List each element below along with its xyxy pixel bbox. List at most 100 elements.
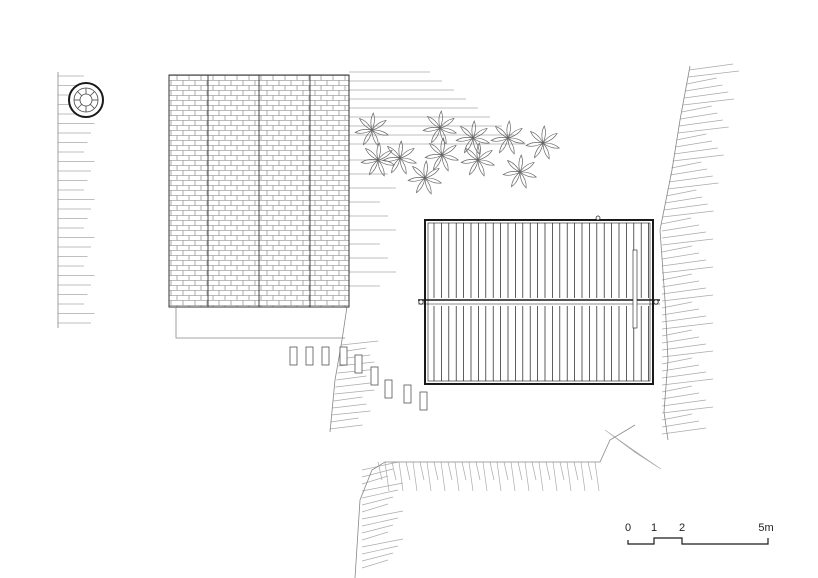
terrain-hatch-line [661,350,714,358]
tree-leaf [422,127,441,132]
terrain-hatch-line [661,420,700,428]
round-well-symbol [68,82,104,118]
tree-leaf [464,137,474,154]
tree-symbol [460,142,496,177]
stepping-stone [321,346,330,366]
terrain-hatch-line [661,336,700,344]
terrain-hatch-line [661,385,693,393]
terrain-hatch-line [334,389,375,395]
terrain-hatch-line [661,371,707,379]
terrain-hatch-line [661,364,700,372]
terrain-hatch-line [440,461,446,492]
tree-leaf [455,137,474,142]
tree-leaf [529,130,544,144]
tree-leaf [377,159,385,177]
terrain-hatch-line [361,482,404,492]
tree-leaf [464,147,479,161]
well-spoke [77,103,83,109]
terrain-hatch-line [666,189,697,197]
tree-leaf [511,171,521,188]
terrain-hatching-bottom [361,429,662,569]
tree-leaf [371,119,387,131]
terrain-hatch-line [663,203,708,211]
tree-leaf [519,171,538,178]
terrain-hatch-line [670,168,708,176]
terrain-hatch-line [433,461,439,481]
terrain-hatch-line [661,357,693,365]
terrain-hatch-line [661,322,714,330]
tree-leaf [441,154,449,172]
tree-symbol [455,120,491,155]
terrain-hatch-line [681,105,712,113]
tree-leaf [460,159,479,164]
terrain-hatching-left [58,71,526,324]
tree-leaf [431,127,441,144]
terrain-hatch-line [661,427,707,435]
tree-leaf [354,129,373,134]
tree-leaf [369,159,379,176]
tree-leaf [360,159,379,164]
terrain-hatch-line [405,461,411,481]
tree-symbol [525,125,561,160]
terrain-hatch-line [377,461,383,481]
tree-leaf [507,137,515,155]
tree-leaf [477,149,493,161]
tree-leaf [399,157,407,175]
middle-slope-edge [329,299,349,433]
terrain-hatch-line [661,378,714,386]
tree-leaf [459,125,474,139]
tree-leaf [424,177,432,195]
terrain-hatch-line [675,140,713,148]
scale-label-2: 2 [678,522,686,534]
tree-leaf [439,127,447,145]
terrain-hatch-line [475,461,481,481]
terrain-hatch-line [566,461,572,492]
tree-leaf [416,177,426,194]
tree-leaf [506,120,511,139]
terrain-hatch-line [341,340,379,346]
terrain-hatch-line [331,410,371,416]
terrain-hatch-line [559,461,565,481]
scale-label-0: 0 [624,522,632,534]
terrain-hatch-line [336,375,367,381]
tree-leaf [371,129,390,136]
terrain-hatch-line [661,343,707,351]
tree-leaf [376,142,381,161]
terrain-hatch-line [361,524,394,534]
terrain-hatch-line [447,461,453,481]
stepping-stone [305,346,314,366]
terrain-hatch-line [330,417,359,423]
tree-leaf [525,142,544,147]
terrain-hatch-line [361,475,389,485]
terrain-hatch-line [482,461,488,492]
tree-leaf [507,127,523,139]
terrain-hatch-line [517,461,523,481]
terrain-hatch-line [686,77,717,85]
terrain-hatch-line [503,461,509,481]
terrain-hatch-line [496,461,502,492]
terrain-hatch-line [689,63,734,71]
tree-leaf [519,161,535,173]
terrain-hatch-line [510,461,516,492]
terrain-hatch-line [661,224,700,232]
tree-leaf [424,154,443,159]
tree-leaf [472,127,488,139]
terrain-hatch-line [667,182,719,190]
tree-leaf [476,142,481,161]
terrain-hatch-line [661,217,692,225]
terrain-hatch-line [661,399,707,407]
terrain-hatch-line [632,450,662,470]
terrain-hatch-line [454,461,460,492]
tree-leaf [469,159,479,176]
terrain-hatch-line [661,273,693,281]
terrain-hatch-line [361,468,394,478]
stepping-stone [384,379,393,399]
terrain-hatch-line [671,161,702,169]
terrain-hatch-line [361,461,399,471]
terrace-outline [175,307,345,339]
terrain-hatch-line [587,461,593,481]
terrain-hatch-line [538,461,544,492]
terrain-hatch-line [661,308,700,316]
terrain-hatch-line [661,392,700,400]
terrain-hatch-line [661,259,707,267]
